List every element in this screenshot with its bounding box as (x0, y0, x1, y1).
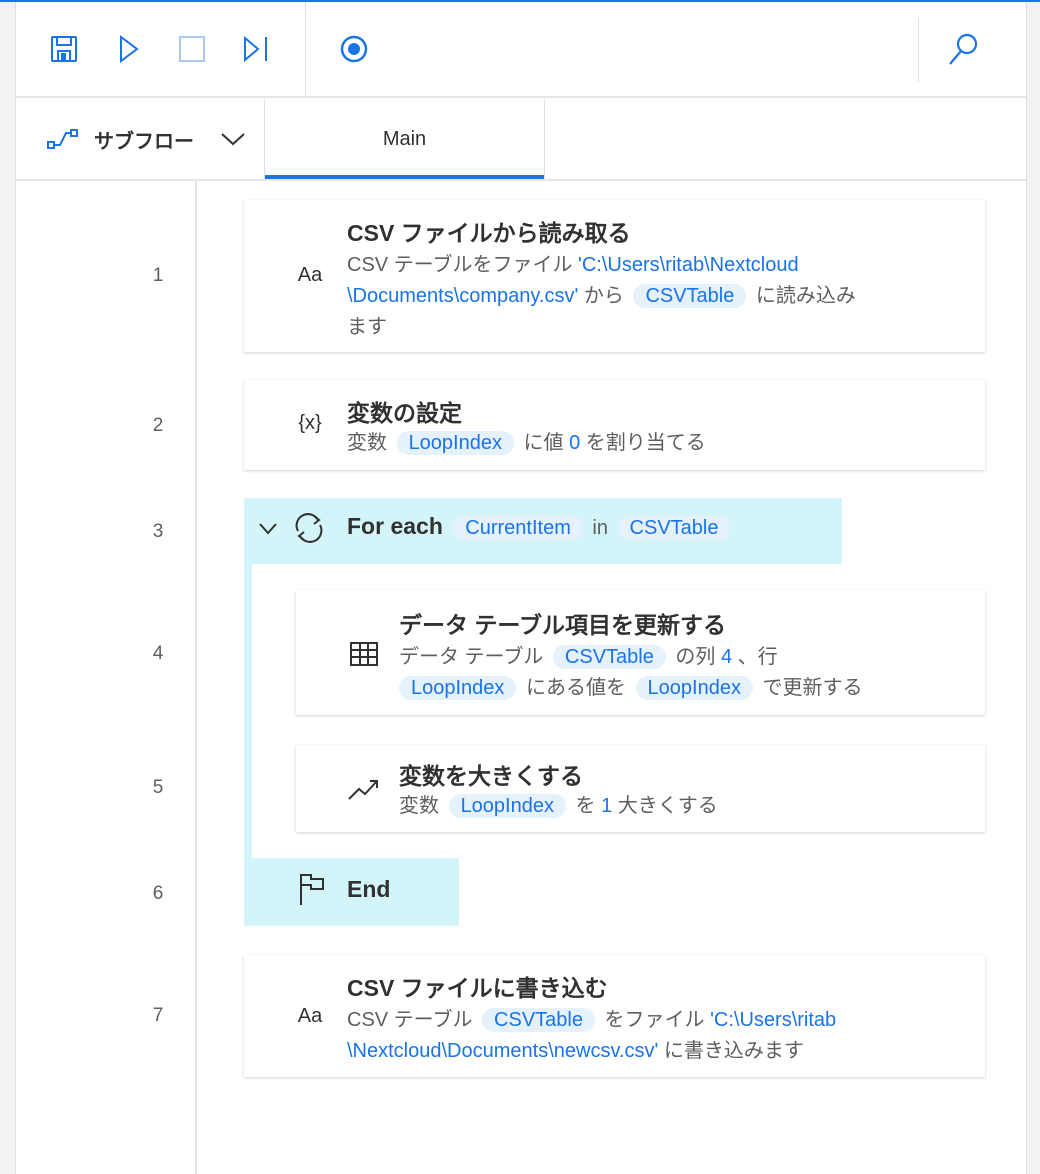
desc-text: CSV テーブル (347, 1009, 479, 1031)
desc-text: で更新する (756, 677, 863, 699)
tab-main[interactable]: Main (265, 99, 545, 179)
value-token: 4 (720, 646, 733, 668)
action-title: CSV ファイルに書き込む (347, 975, 608, 1001)
action-read-csv[interactable]: Aa CSV ファイルから読み取る CSV テーブルをファイル 'C:\User… (244, 200, 985, 352)
toolbar (16, 2, 1026, 98)
desc-text: データ テーブル (399, 646, 549, 668)
action-description: CSV テーブルをファイル 'C:\Users\ritab\Nextcloud … (347, 250, 947, 343)
text-icon: Aa (297, 264, 323, 286)
desc-text: を割り当てる (580, 432, 706, 454)
subflows-label: サブフロー (94, 130, 194, 153)
increase-icon (348, 780, 378, 800)
action-title: CSV ファイルから読み取る (347, 220, 631, 246)
active-tab-indicator (265, 175, 544, 179)
search-button[interactable] (946, 32, 980, 66)
variable-pill[interactable]: CurrentItem (453, 516, 583, 540)
file-path: \Nextcloud\Documents\newcsv.csv' (347, 1040, 659, 1062)
line-number: 7 (152, 1005, 164, 1026)
action-end[interactable]: End (244, 858, 459, 926)
loop-icon (295, 513, 323, 543)
action-description: 変数 LoopIndex を 1 大きくする (399, 791, 999, 822)
desc-text: をファイル (598, 1009, 711, 1031)
action-title: データ テーブル項目を更新する (399, 612, 727, 638)
desc-text: の列 (669, 646, 721, 668)
desc-text: に書き込みます (658, 1040, 804, 1062)
desc-text: にある値を (520, 677, 632, 699)
text-icon: Aa (297, 1005, 323, 1027)
collapse-chevron-icon[interactable] (258, 522, 278, 536)
action-title: End (347, 876, 391, 902)
loop-body-indicator (244, 564, 252, 858)
line-number-gutter: 1 2 3 4 5 6 7 (16, 181, 197, 1174)
line-number: 6 (152, 883, 164, 904)
run-next-action-button[interactable] (239, 32, 273, 66)
desc-text: に読み込み (750, 285, 856, 307)
action-increase-variable[interactable]: 変数を大きくする 変数 LoopIndex を 1 大きくする (296, 745, 985, 832)
desc-text: ます (347, 316, 387, 338)
subflow-icon (47, 129, 78, 149)
desc-text: 、行 (732, 646, 778, 668)
stop-button[interactable] (175, 32, 209, 66)
desc-text: に値 (517, 432, 570, 454)
run-next-icon (244, 35, 267, 63)
toolbar-separator (918, 18, 919, 82)
variable-pill[interactable]: CSVTable (633, 284, 747, 308)
save-button[interactable] (47, 32, 81, 66)
flag-icon (300, 874, 324, 905)
value-token: 1 (601, 795, 613, 817)
tab-bar: サブフロー Main (16, 99, 1026, 181)
variable-pill[interactable]: LoopIndex (635, 676, 753, 700)
file-path: 'C:\Users\ritab (710, 1009, 837, 1031)
variable-pill[interactable]: CSVTable (482, 1008, 595, 1032)
variable-pill[interactable]: CSVTable (617, 516, 731, 540)
desc-text: から (578, 285, 630, 307)
action-title: 変数を大きくする (399, 763, 583, 789)
action-title: 変数の設定 (347, 400, 462, 426)
line-number: 1 (152, 265, 164, 286)
scrollbar-track[interactable] (1026, 0, 1040, 1174)
line-number: 5 (152, 777, 164, 798)
file-path: 'C:\Users\ritab\Nextcloud (578, 254, 799, 276)
search-icon (949, 33, 978, 65)
desc-text: 変数 (399, 795, 445, 817)
table-icon (350, 642, 378, 666)
window-accent-line (0, 0, 1040, 2)
value-token: 0 (569, 432, 581, 454)
run-button[interactable] (112, 32, 146, 66)
desc-text: in (586, 517, 614, 539)
variable-pill[interactable]: LoopIndex (399, 676, 517, 700)
save-icon (51, 36, 77, 62)
chevron-down-icon (221, 133, 245, 146)
record-icon (340, 35, 368, 63)
toolbar-separator (305, 2, 306, 98)
run-icon (120, 35, 139, 63)
action-write-csv[interactable]: Aa CSV ファイルに書き込む CSV テーブル CSVTable をファイル… (244, 955, 985, 1077)
variable-icon: {x} (298, 412, 322, 434)
desc-text: 大きくする (612, 795, 718, 817)
action-description: CSV テーブル CSVTable をファイル 'C:\Users\ritab … (347, 1005, 967, 1067)
record-button[interactable] (337, 32, 371, 66)
line-number: 3 (152, 521, 164, 542)
file-path: \Documents\company.csv' (347, 285, 579, 307)
variable-pill[interactable]: CSVTable (552, 645, 666, 669)
variable-pill[interactable]: LoopIndex (448, 794, 566, 818)
action-description: データ テーブル CSVTable の列 4 、行 LoopIndex にある値… (399, 642, 999, 704)
action-description: For each CurrentItem in CSVTable (347, 513, 734, 540)
tab-main-label: Main (382, 127, 427, 150)
action-for-each[interactable]: For each CurrentItem in CSVTable (244, 498, 842, 564)
action-update-datatable[interactable]: データ テーブル項目を更新する データ テーブル CSVTable の列 4 、… (296, 590, 985, 715)
variable-pill[interactable]: LoopIndex (396, 431, 514, 455)
action-description: 変数 LoopIndex に値 0 を割り当てる (347, 428, 947, 459)
line-number: 2 (152, 415, 164, 436)
left-edge (0, 0, 16, 1174)
desc-text: 変数 (347, 432, 393, 454)
action-set-variable[interactable]: {x} 変数の設定 変数 LoopIndex に値 0 を割り当てる (244, 380, 985, 470)
action-title: For each (347, 513, 443, 539)
line-number: 4 (152, 643, 164, 664)
stop-icon (179, 36, 205, 62)
desc-text: を (569, 795, 602, 817)
desc-text: CSV テーブルをファイル (347, 254, 579, 276)
subflows-dropdown[interactable]: サブフロー (16, 99, 265, 179)
